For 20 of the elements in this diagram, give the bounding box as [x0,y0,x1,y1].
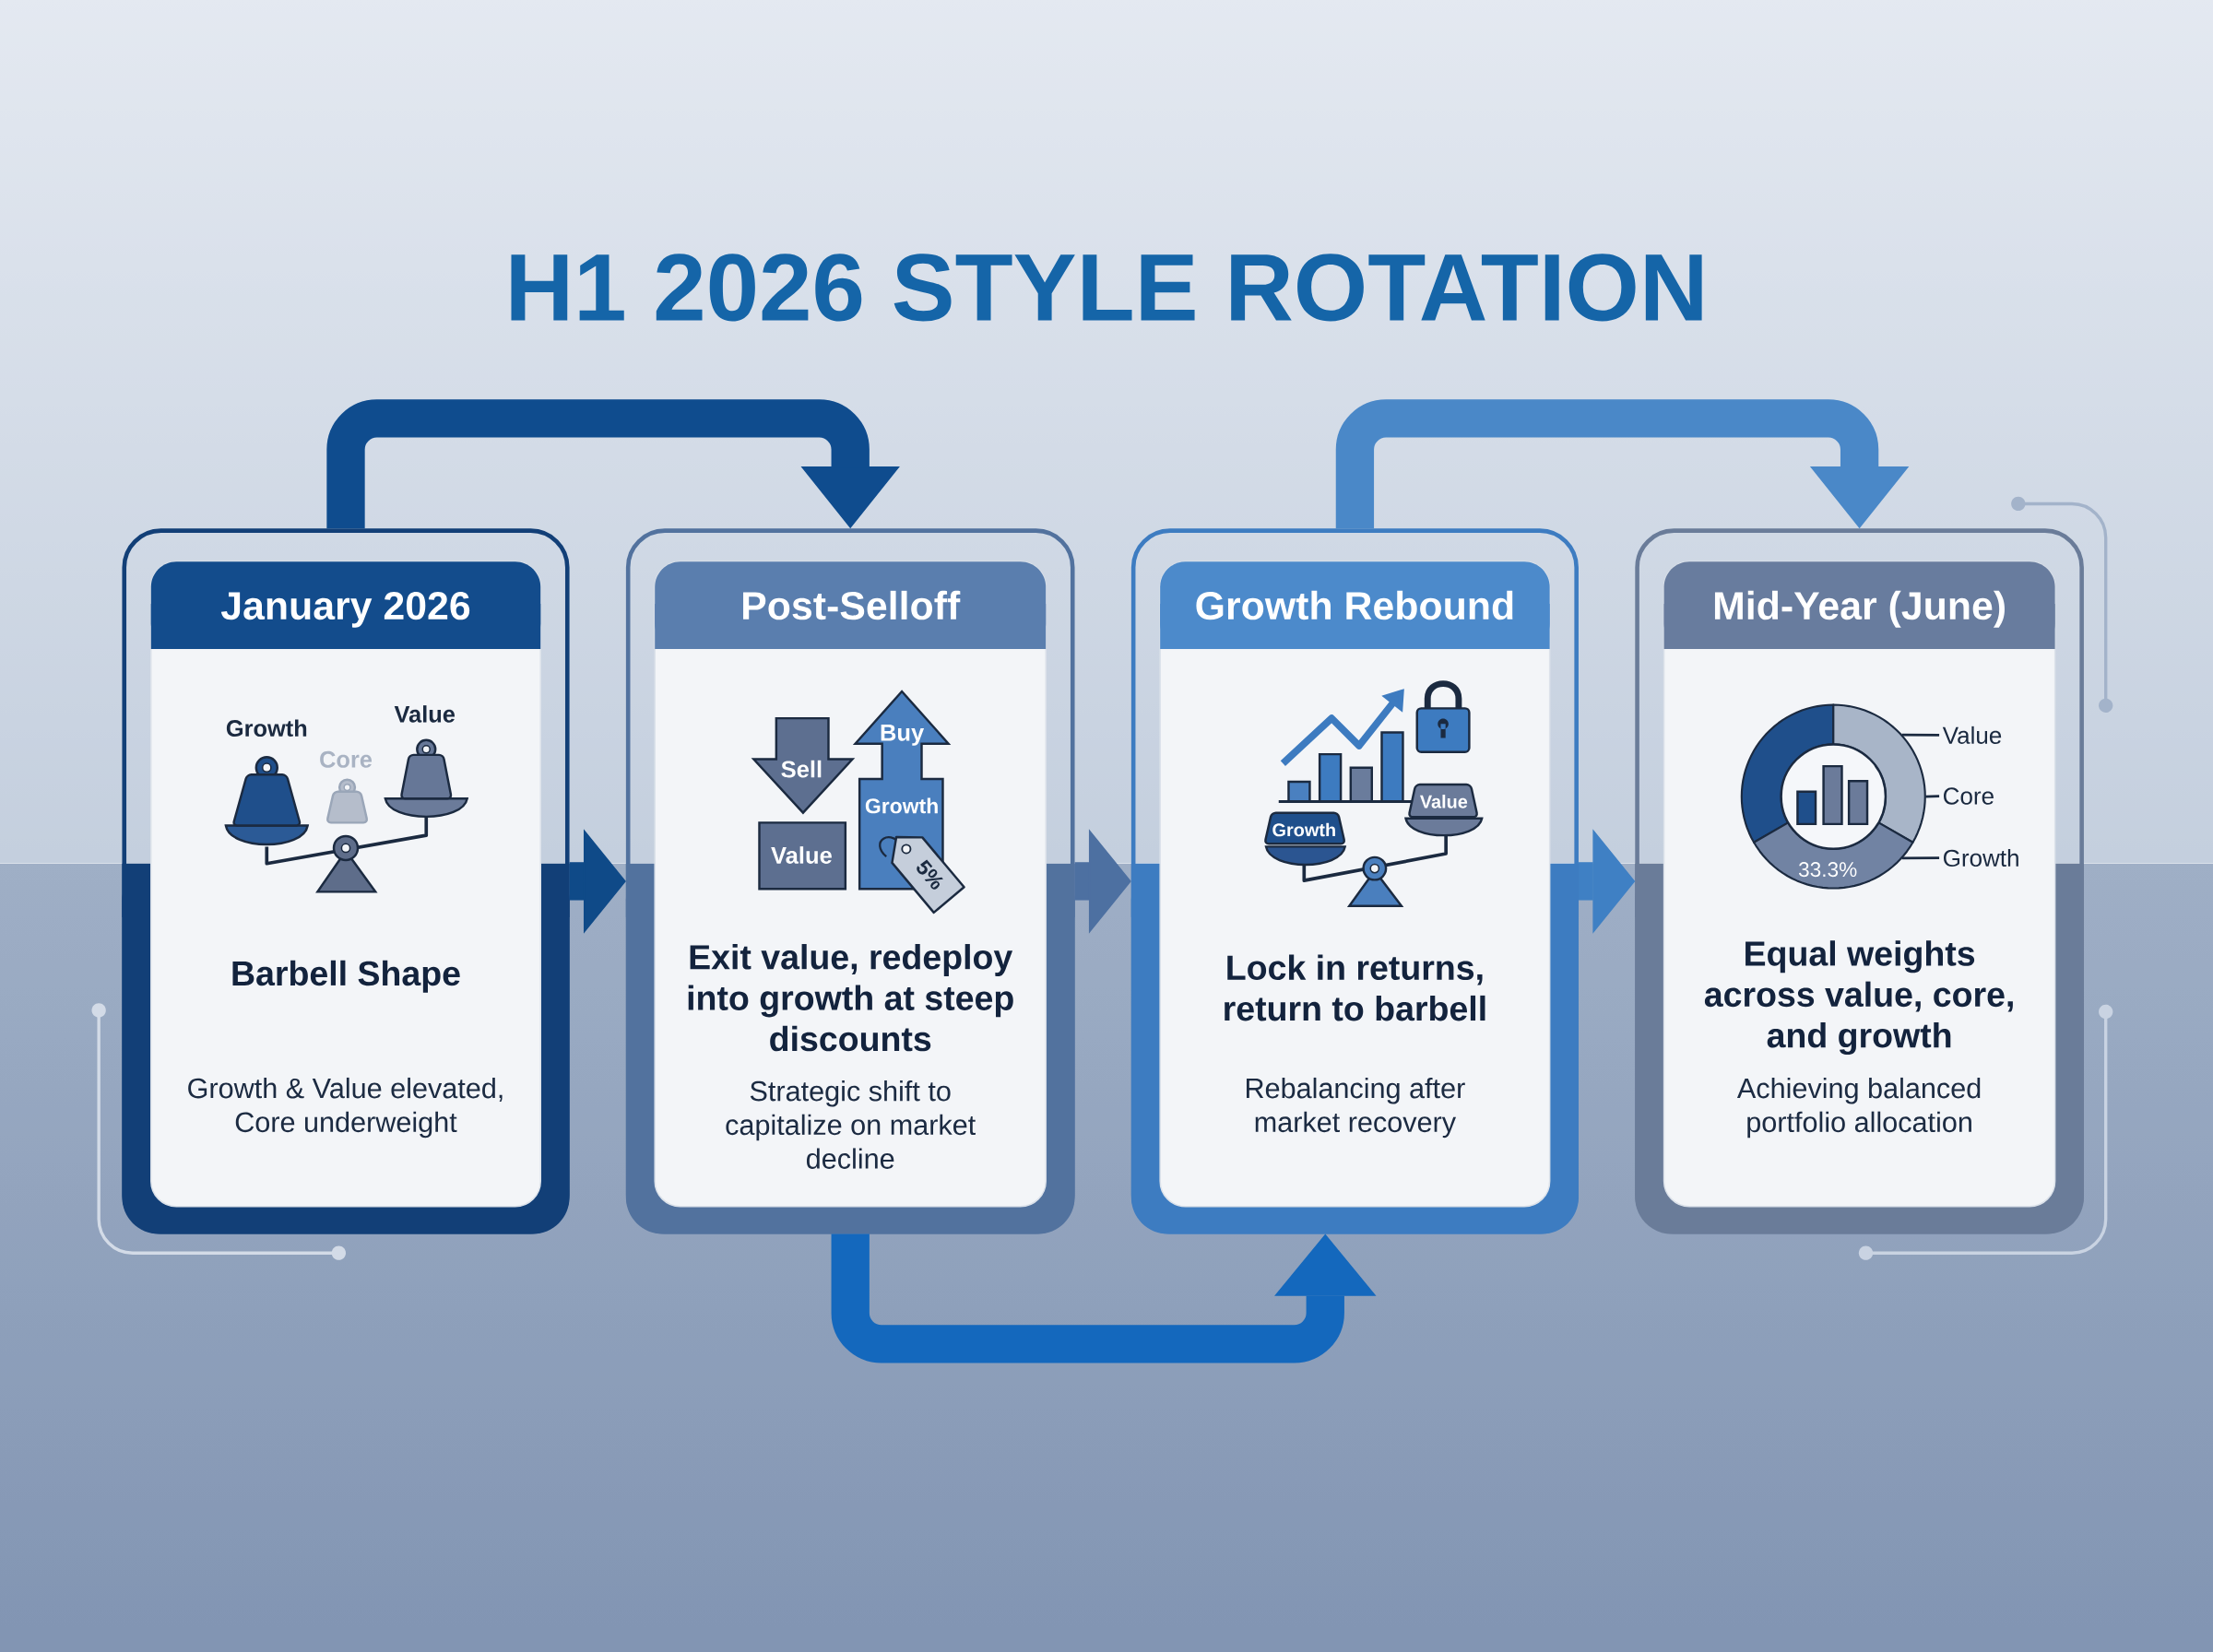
card-text: Achieving balanced portfolio allocation [1736,1077,1981,1139]
weight: Value [1408,783,1478,819]
price-tag: 5% [879,835,965,914]
title: H1 2026 STYLE ROTATION [511,254,1702,322]
value-box: Value [758,820,847,891]
card-heading: Lock in returns, return to barbell [1225,954,1485,1021]
card-heading: Barbell Shape [232,960,460,993]
card-header: Post-Selloff [655,561,1047,649]
card-heading: Equal weights across value, core, and growth [1704,940,2013,1055]
card-header: Mid-Year (June) [1663,561,2055,649]
weight-label: Core [320,750,373,768]
card-text: Rebalancing after market recovery [1247,1077,1465,1139]
card-header: January 2026 [150,561,541,649]
card-text: Growth & Value elevated, Core underweight [188,1077,503,1139]
card-text: Strategic shift to capitalize on market decline [726,1080,976,1169]
weight: Growth [1264,811,1345,845]
card-header: Growth Rebound [1160,561,1550,649]
card-heading: Exit value, redeploy into growth at steep discounts [688,943,1013,1052]
weight-label: Growth [226,719,307,737]
weight-label: Value [394,704,456,723]
